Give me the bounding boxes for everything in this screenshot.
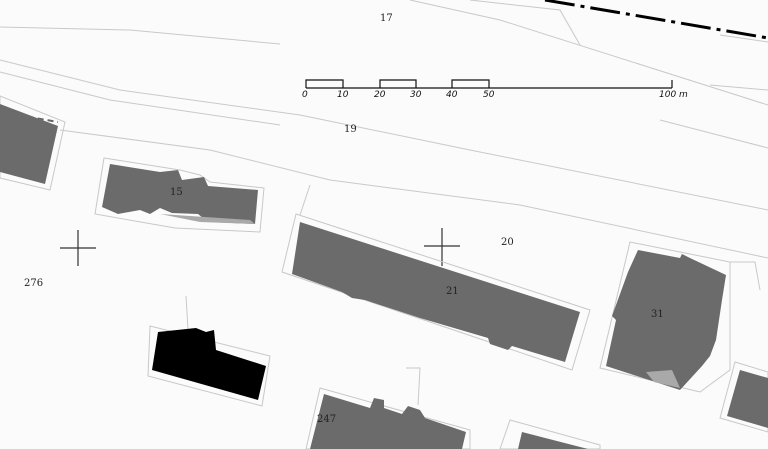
parcel-line [299,184,311,216]
parcel-number-17: 17 [380,13,393,24]
scale-label-20: 20 [374,90,386,100]
building-patch [646,370,680,388]
building-right-edge [727,370,768,428]
building-border [281,213,591,371]
railway-line [544,0,768,40]
building-15 [102,164,258,224]
building-patches [160,214,680,388]
parcel-line [719,34,768,43]
parcel-number-20: 20 [501,237,514,248]
existing-buildings [0,104,768,449]
parcel-number-276: 276 [24,278,44,289]
scale-label-40: 40 [446,90,458,100]
parcel-line [659,119,768,149]
building-31 [606,250,726,390]
parcel-line [730,261,761,291]
parcel-line [185,295,189,331]
survey-cross [424,228,460,266]
parcel-line [0,59,768,211]
scale-bar [305,79,673,89]
parcel-line [0,71,281,126]
survey-crosses [60,228,460,266]
building-border [147,325,271,407]
survey-cross [60,230,96,266]
building-number-21: 21 [446,286,459,297]
building-247 [310,394,466,449]
scale-label-100m: 100 m [659,90,688,100]
parcel-line [406,367,421,406]
scale-segment [305,79,344,88]
building-border [599,241,731,393]
scale-label-50: 50 [483,90,495,100]
building-left-edge [0,104,58,184]
parcel-line [469,0,581,46]
new-building [152,328,266,400]
parcel-line [0,26,281,45]
building-number-247: 247 [317,414,337,425]
building-border [719,361,768,433]
parcel-lines [0,0,768,406]
parcel-line [709,84,768,91]
building-bottom [518,432,588,449]
scale-segment [379,79,417,88]
building-number-15: 15 [170,187,183,198]
building-border [499,419,601,449]
parcel-line [59,129,768,259]
parcel-number-19: 19 [344,124,357,135]
parcel-line [409,0,768,106]
scale-label-0: 0 [302,90,308,100]
scale-label-30: 30 [410,90,422,100]
building-patch [160,214,255,224]
building-number-31: 31 [651,309,664,320]
building-21 [292,222,580,362]
building-border [94,157,265,233]
scale-label-10: 10 [337,90,349,100]
building-border [0,95,66,191]
scale-segment [451,79,490,88]
